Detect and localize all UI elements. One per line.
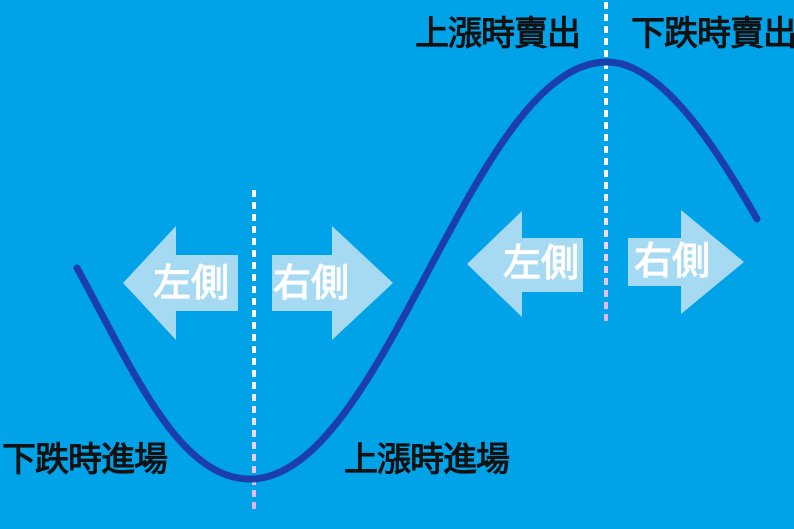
label-sell-on-rise: 上漲時賣出 <box>415 15 581 53</box>
arrow-label-right-side-2: 右側 <box>633 241 710 283</box>
label-enter-on-rise: 上漲時進場 <box>344 441 510 479</box>
left-arrow-1-icon <box>123 226 238 340</box>
arrow-label-left-side-1: 左側 <box>152 263 229 305</box>
arrow-label-left-side-2: 左側 <box>502 243 579 285</box>
arrow-label-right-side-1: 右側 <box>272 263 349 305</box>
label-enter-on-fall: 下跌時進場 <box>2 441 168 479</box>
label-sell-on-fall: 下跌時賣出 <box>631 15 794 53</box>
right-arrow-2-icon <box>628 210 744 314</box>
left-arrow-2-icon <box>467 211 583 317</box>
right-arrow-1-icon <box>272 226 393 340</box>
price-wave-curve <box>73 58 761 483</box>
